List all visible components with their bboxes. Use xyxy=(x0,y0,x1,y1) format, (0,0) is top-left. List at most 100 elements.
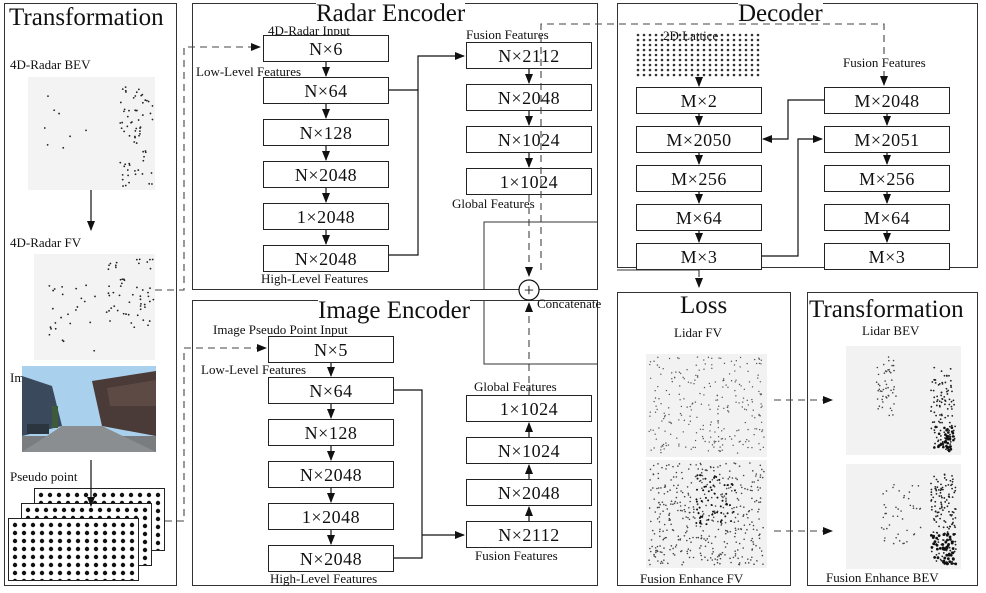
point-cloud-dot xyxy=(678,53,682,57)
point-cloud-dot xyxy=(694,439,697,442)
point-cloud-dot xyxy=(722,513,725,515)
point-cloud-dot xyxy=(652,464,655,467)
point-cloud-dot xyxy=(656,408,658,411)
point-cloud-dot xyxy=(749,462,751,464)
point-cloud-dot xyxy=(744,73,748,77)
point-cloud-dot xyxy=(947,431,950,434)
point-cloud-dot xyxy=(722,477,724,479)
point-cloud-dot xyxy=(679,399,681,401)
radar-mlp-n6: N×6 xyxy=(263,35,389,62)
point-cloud-dot xyxy=(714,381,717,383)
image-fusion-n2048: N×2048 xyxy=(466,479,592,506)
point-cloud-dot xyxy=(649,377,652,379)
point-cloud-dot xyxy=(124,163,127,166)
point-cloud-dot xyxy=(658,521,661,523)
point-cloud-dot xyxy=(726,63,730,67)
point-cloud-dot xyxy=(903,496,905,499)
point-cloud-dot xyxy=(734,370,736,372)
point-cloud-dot xyxy=(57,522,63,528)
point-cloud-dot xyxy=(718,478,721,481)
point-cloud-dot xyxy=(887,386,889,389)
point-cloud-dot xyxy=(908,491,911,493)
point-cloud-dot xyxy=(935,536,939,540)
point-cloud-dot xyxy=(740,385,742,387)
point-cloud-dot xyxy=(658,427,660,429)
point-cloud-dot xyxy=(897,533,899,535)
pseudo-point-label: Pseudo point xyxy=(10,469,78,484)
point-cloud-dot xyxy=(30,538,36,544)
point-cloud-dot xyxy=(880,527,883,529)
point-cloud-dot xyxy=(881,390,883,393)
point-cloud-dot xyxy=(141,114,144,116)
point-cloud-dot xyxy=(937,534,941,538)
point-cloud-dot xyxy=(718,554,720,556)
point-cloud-dot xyxy=(719,446,721,448)
point-cloud-dot xyxy=(900,510,902,512)
point-cloud-dot xyxy=(744,63,748,67)
point-cloud-dot xyxy=(686,369,688,371)
point-cloud-dot xyxy=(746,528,748,531)
point-cloud-dot xyxy=(708,63,712,67)
point-cloud-dot xyxy=(743,408,746,410)
point-cloud-dot xyxy=(750,43,754,47)
point-cloud-dot xyxy=(946,393,949,395)
point-cloud-dot xyxy=(730,380,733,382)
loss-title: Loss xyxy=(680,292,728,319)
point-cloud-dot xyxy=(702,530,704,532)
point-cloud-dot xyxy=(102,554,108,560)
point-cloud-dot xyxy=(707,518,710,521)
point-cloud-dot xyxy=(949,447,953,451)
point-cloud-dot xyxy=(660,487,662,489)
point-cloud-dot xyxy=(12,522,18,528)
point-cloud-dot xyxy=(747,428,749,431)
point-cloud-dot xyxy=(649,361,652,363)
point-cloud-dot xyxy=(936,556,940,560)
point-cloud-dot xyxy=(759,381,762,383)
point-cloud-dot xyxy=(727,411,730,413)
point-cloud-dot xyxy=(896,515,899,518)
point-cloud-dot xyxy=(950,426,954,430)
point-cloud-dot xyxy=(744,33,748,37)
point-cloud-dot xyxy=(759,464,762,467)
point-cloud-dot xyxy=(705,519,708,521)
point-cloud-dot xyxy=(709,557,712,559)
point-cloud-dot xyxy=(695,432,698,434)
point-cloud-dot xyxy=(742,397,745,399)
point-cloud-dot xyxy=(878,405,881,408)
point-cloud-dot xyxy=(738,402,740,404)
radar-global-features-label: Global Features xyxy=(452,196,535,211)
point-cloud-dot xyxy=(700,472,703,474)
point-cloud-dot xyxy=(720,73,724,77)
point-cloud-dot xyxy=(949,445,952,448)
point-cloud-dot xyxy=(83,300,86,303)
point-cloud-dot xyxy=(708,48,712,52)
point-cloud-dot xyxy=(887,369,889,371)
point-cloud-dot xyxy=(149,287,151,290)
point-cloud-dot xyxy=(660,43,664,47)
decoder-left-m256: M×256 xyxy=(636,165,762,192)
point-cloud-dot xyxy=(135,142,138,144)
point-cloud-dot xyxy=(951,547,955,550)
point-cloud-dot xyxy=(102,562,108,568)
point-cloud-dot xyxy=(758,413,760,416)
point-cloud-dot xyxy=(893,369,895,372)
point-cloud-dot xyxy=(686,539,688,542)
point-cloud-dot xyxy=(143,155,145,158)
point-cloud-dot xyxy=(875,381,878,383)
point-cloud-dot xyxy=(936,486,939,489)
point-cloud-dot xyxy=(684,38,688,42)
point-cloud-dot xyxy=(695,498,698,501)
point-cloud-dot xyxy=(703,394,705,396)
point-cloud-dot xyxy=(945,561,948,565)
point-cloud-dot xyxy=(718,405,720,407)
point-cloud-dot xyxy=(759,497,762,499)
point-cloud-dot xyxy=(757,377,759,379)
point-cloud-dot xyxy=(758,537,761,540)
point-cloud-dot xyxy=(893,403,895,405)
point-cloud-dot xyxy=(134,135,136,138)
point-cloud-dot xyxy=(937,480,939,483)
point-cloud-dot xyxy=(653,447,655,449)
point-cloud-dot xyxy=(12,530,18,536)
point-cloud-dot xyxy=(122,185,124,187)
point-cloud-dot xyxy=(753,433,755,436)
